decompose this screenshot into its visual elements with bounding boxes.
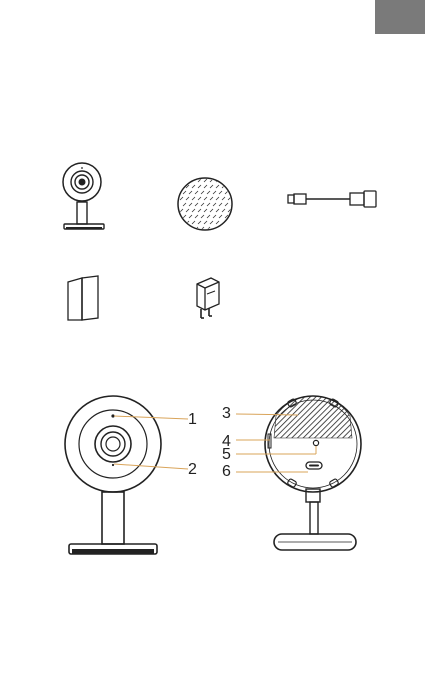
booklet-icon — [66, 274, 102, 322]
usb-cable-icon — [288, 188, 380, 210]
camera-icon — [60, 160, 110, 235]
page-tab — [375, 0, 425, 34]
callout-2-label: 2 — [188, 462, 197, 478]
front-callout-lines — [112, 412, 192, 474]
power-adapter-icon — [193, 274, 223, 324]
callout-3-label: 3 — [222, 406, 231, 422]
callout-1-label: 1 — [188, 412, 197, 428]
callout-6-label: 6 — [222, 464, 231, 480]
back-callout-lines — [236, 408, 322, 478]
adhesive-plate-icon — [176, 176, 236, 236]
callout-5-label: 5 — [222, 447, 231, 463]
